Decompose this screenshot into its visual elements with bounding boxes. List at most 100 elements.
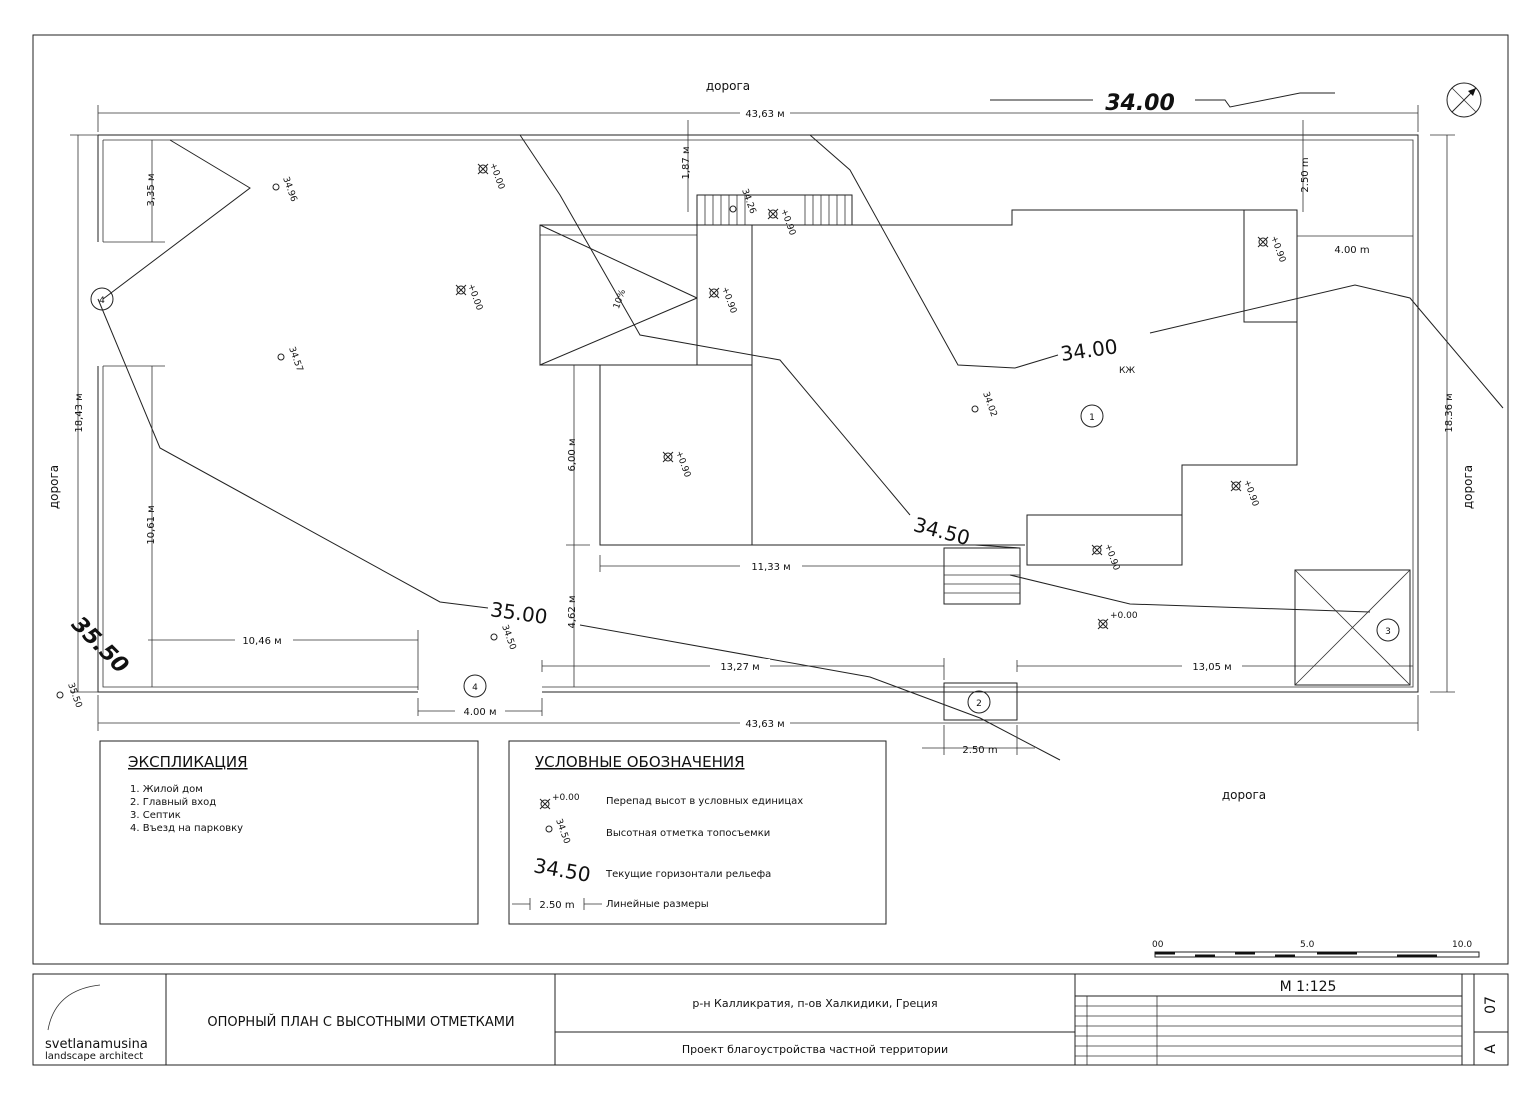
legend-item-text: Линейные размеры: [606, 899, 709, 910]
explication-panel: ЭКСПЛИКАЦИЯ 1. Жилой дом 2. Главный вход…: [99, 740, 479, 925]
svg-text:+0.90: +0.90: [719, 286, 738, 316]
legend-symbol: 34.50: [553, 818, 571, 846]
svg-text:34.57: 34.57: [286, 346, 304, 374]
location-text: р-н Калликратия, п-ов Халкидики, Греция: [692, 997, 937, 1010]
svg-text:34.02: 34.02: [980, 391, 998, 419]
house-footprint: 10%: [539, 194, 1298, 605]
entrance-gate: 2.50 m: [922, 682, 1035, 756]
svg-text:34.96: 34.96: [280, 176, 298, 204]
spot-height: 34.26: [729, 188, 757, 216]
spot-height: 34.57: [277, 346, 304, 374]
spot-height: 35.50: [56, 682, 83, 710]
dimension-bottom: 43,63 м: [97, 695, 1419, 731]
spot-height: 34.96: [272, 176, 298, 204]
sheet-frame: [32, 34, 1509, 965]
dim-left-total: 18,43 м: [74, 393, 85, 432]
drawing-title: ОПОРНЫЙ ПЛАН С ВЫСОТНЫМИ ОТМЕТКАМИ: [207, 1014, 514, 1030]
dim-bottom-total: 43,63 м: [745, 719, 784, 730]
svg-text:34.50: 34.50: [499, 624, 517, 652]
logo-arc: [47, 984, 101, 1031]
logo-sub: landscape architect: [45, 1051, 143, 1062]
sheet-format: А: [1483, 1044, 1499, 1054]
svg-text:+0.90: +0.90: [1102, 543, 1121, 573]
bottom-left-dims: 10,46 м 4.00 м: [148, 630, 543, 718]
septic-area: [1294, 569, 1411, 686]
sheet-number: 07: [1483, 996, 1499, 1014]
callout-parking-left: 4: [90, 287, 114, 311]
dim-gate-right: 4.00 m: [1334, 245, 1369, 256]
level-mark-icon: +0.90: [1230, 479, 1260, 509]
dim-left-inner: 10,61 м: [146, 505, 157, 544]
svg-text:3: 3: [1385, 627, 1391, 637]
title-block: svetlanamusina landscape architect ОПОРН…: [32, 973, 1509, 1066]
contour-lines: [97, 92, 1504, 761]
dim-gate-left: 4.00 м: [464, 707, 497, 718]
scale-bar: 00 5.0 10.0: [1152, 940, 1480, 958]
dim-house-width: 11,33 м: [751, 562, 790, 573]
svg-text:+0.90: +0.90: [1241, 479, 1260, 509]
dim-house-top-gap: 1,87 м: [681, 147, 692, 180]
explication-item: 2. Главный вход: [130, 797, 216, 808]
svg-text:2: 2: [976, 699, 982, 709]
legend-symbol: 2.50 m: [539, 900, 574, 911]
legend-item-text: Высотная отметка топосъемки: [606, 828, 770, 839]
legend-symbol: 34.50: [532, 853, 593, 887]
legend-item-text: Текущие горизонтали рельефа: [605, 869, 771, 880]
dim-bottom-left: 10,46 м: [242, 636, 281, 647]
legend-panel: УСЛОВНЫЕ ОБОЗНАЧЕНИЯ +0.00 Перепад высот…: [508, 740, 887, 925]
dim-bottom-mid: 13,27 м: [720, 662, 759, 673]
dim-top-gap-left: 3,35 м: [146, 174, 157, 207]
svg-text:1: 1: [1089, 413, 1095, 423]
callout-parking-bottom: 4: [463, 674, 487, 698]
svg-text:35.50: 35.50: [65, 682, 83, 710]
callout-house: 1: [1080, 404, 1104, 428]
level-mark-icon: +0.00: [1097, 611, 1138, 630]
dim-right-top-gap: 2.50 m: [1300, 157, 1311, 192]
svg-text:+0.90: +0.90: [673, 450, 692, 480]
legend-title: УСЛОВНЫЕ ОБОЗНАЧЕНИЯ: [535, 753, 745, 771]
level-mark-icon: +0.90: [662, 450, 692, 480]
callout-septic: 3: [1376, 618, 1400, 642]
svg-text:10.0: 10.0: [1452, 940, 1472, 950]
svg-text:+0.90: +0.90: [1268, 235, 1287, 265]
dim-bottom-right: 13,05 м: [1192, 662, 1231, 673]
dim-top-total: 43,63 м: [745, 109, 784, 120]
svg-text:00: 00: [1152, 940, 1164, 950]
level-mark-icon: +0.90: [708, 286, 738, 316]
contour-label-3550: 35.50: [66, 612, 133, 679]
contour-label-3500: 35.00: [489, 597, 549, 629]
svg-text:5.0: 5.0: [1300, 940, 1315, 950]
level-mark-icon: [539, 798, 551, 810]
svg-text:4: 4: [99, 296, 105, 306]
spot-height: 34.50: [490, 624, 517, 652]
svg-text:34.26: 34.26: [739, 188, 757, 216]
svg-text:+0.00: +0.00: [1110, 611, 1138, 621]
svg-text:+0.90: +0.90: [778, 208, 797, 238]
level-mark-icon: +0.90: [1257, 235, 1287, 265]
dim-house-height: 6,00 м: [567, 439, 578, 472]
dimension-left: 18,43 м: [70, 134, 98, 693]
road-label-bottom: дорога: [1222, 788, 1266, 802]
kzh-label: КЖ: [1119, 366, 1135, 376]
explication-item: 3. Септик: [130, 810, 181, 821]
dim-right-total: 18.36 м: [1444, 393, 1455, 432]
dim-gate-bottom: 2.50 m: [962, 745, 997, 756]
contour-label-top: 34.00: [1105, 91, 1175, 116]
callout-entrance: 2: [967, 690, 991, 714]
dim-house-bottom-gap: 4,62 м: [567, 596, 578, 629]
logo-name: svetlanamusina: [45, 1037, 148, 1052]
road-label-left: дорога: [47, 465, 61, 509]
scale-text: М 1:125: [1280, 979, 1337, 995]
road-label-top: дорога: [706, 79, 750, 93]
dimension-right: 18.36 м: [1430, 134, 1455, 693]
svg-text:+0.00: +0.00: [487, 162, 506, 192]
legend-symbol: +0.00: [552, 793, 580, 803]
road-label-right: дорога: [1461, 465, 1475, 509]
level-mark-icon: +0.00: [455, 283, 484, 313]
svg-text:+0.00: +0.00: [465, 283, 484, 313]
house-dims: 1,87 м 6,00 м 4,62 м 11,33 м 13,27 м 13,…: [541, 120, 1413, 687]
dimension-top: 43,63 м: [97, 105, 1419, 132]
explication-item: 4. Въезд на парковку: [130, 823, 243, 834]
svg-text:4: 4: [472, 683, 478, 693]
